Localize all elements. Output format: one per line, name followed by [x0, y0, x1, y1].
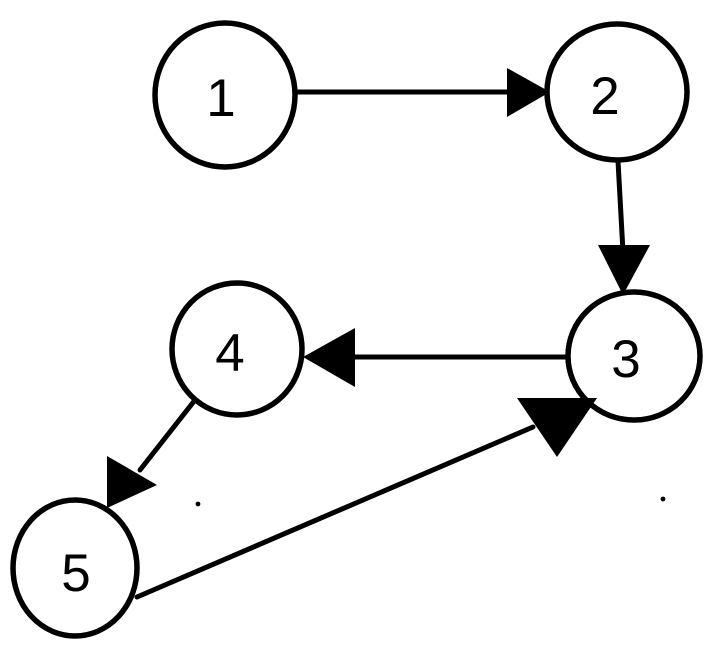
stray-dot-2	[660, 496, 666, 502]
node-1-label: 1	[206, 69, 235, 128]
edge-2-3-arrowhead-icon	[598, 245, 650, 295]
node-1-circle	[152, 20, 298, 170]
node-5-label: 5	[61, 544, 90, 603]
edge-5-3-arrowhead-icon	[517, 398, 597, 457]
edge-4-5-line	[137, 397, 198, 473]
edge-2-3-line	[615, 158, 626, 255]
edge-1-2-arrowhead-icon	[507, 68, 550, 117]
node-4-circle	[169, 280, 305, 418]
edge-3-4-arrowhead-icon	[303, 328, 355, 387]
node-3-label: 3	[611, 330, 640, 389]
edge-4-5-arrowhead-icon	[107, 456, 157, 508]
stray-dot-1	[195, 501, 201, 507]
node-2-label: 2	[590, 67, 619, 126]
node-5-circle	[10, 497, 140, 639]
node-4-label: 4	[215, 324, 244, 383]
edge-5-3-line	[134, 424, 536, 600]
